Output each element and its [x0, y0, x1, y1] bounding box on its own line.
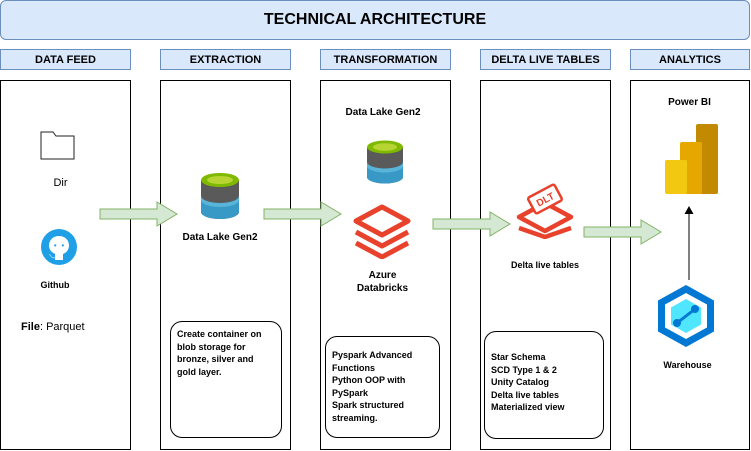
flow-arrow-extraction-to-transformation	[263, 201, 342, 227]
file-format-text: File: Parquet	[21, 321, 85, 333]
transformation-note-line: Pyspark Advanced	[332, 350, 413, 360]
delta-note-line: Unity Catalog	[491, 377, 550, 387]
warehouse-icon	[658, 285, 714, 347]
flow-arrow-delta-to-analytics	[583, 219, 662, 245]
flow-arrow-feed-to-extraction	[99, 201, 178, 227]
column-data-feed	[0, 80, 131, 450]
transformation-note-line: streaming.	[332, 412, 378, 423]
data-lake-gen2-icon	[367, 140, 403, 184]
extraction-datalake-label: Data Lake Gen2	[182, 232, 258, 243]
header-extraction: EXTRACTION	[160, 49, 291, 70]
delta-note-line: SCD Type 1 & 2	[491, 364, 557, 375]
header-data-feed: DATA FEED	[0, 49, 131, 70]
transformation-note-box: Pyspark Advanced Functions Python OOP wi…	[325, 336, 440, 438]
file-format-value: : Parquet	[39, 321, 85, 333]
transformation-note-line: Python OOP with	[332, 375, 406, 385]
header-analytics: ANALYTICS	[630, 49, 750, 70]
warehouse-to-powerbi-arrow	[684, 206, 694, 280]
delta-live-tables-label: Delta live tables	[510, 260, 580, 270]
github-icon	[41, 229, 77, 265]
extraction-note-line: gold layer.	[177, 366, 222, 377]
extraction-note-line: bronze, silver and	[177, 354, 254, 364]
delta-note-line: Star Schema	[491, 352, 546, 362]
github-label: Github	[40, 280, 70, 290]
delta-note-box: Star Schema SCD Type 1 & 2 Unity Catalog…	[484, 331, 604, 439]
extraction-note-line: blob storage for	[177, 341, 246, 352]
delta-live-tables-icon: DLT	[516, 183, 574, 239]
transformation-datalake-label: Data Lake Gen2	[345, 107, 421, 118]
azure-databricks-icon	[353, 204, 411, 259]
warehouse-label: Warehouse	[663, 360, 712, 370]
column-analytics	[630, 80, 750, 450]
transformation-note-line: PySpark	[332, 387, 369, 398]
power-bi-label: Power BI	[668, 97, 711, 108]
power-bi-icon	[665, 124, 718, 194]
extraction-note-line: Create container on	[177, 329, 262, 339]
dir-label: Dir	[53, 177, 68, 189]
header-transformation: TRANSFORMATION	[320, 49, 451, 70]
transformation-note-line: Functions	[332, 362, 375, 373]
databricks-label-line2: Databricks	[356, 283, 409, 294]
header-delta-live-tables: DELTA LIVE TABLES	[480, 49, 611, 70]
databricks-label-line1: Azure	[368, 270, 397, 281]
data-lake-gen2-icon	[201, 173, 239, 219]
page-title: TECHNICAL ARCHITECTURE	[0, 0, 750, 40]
delta-note-line: Materialized view	[491, 402, 565, 412]
delta-note-line: Delta live tables	[491, 389, 560, 400]
extraction-note-box: Create container on blob storage for bro…	[170, 321, 282, 438]
file-format-key: File	[21, 321, 40, 333]
flow-arrow-transformation-to-delta	[432, 211, 511, 237]
transformation-note-line: Spark structured	[332, 400, 405, 410]
folder-icon	[40, 131, 75, 160]
